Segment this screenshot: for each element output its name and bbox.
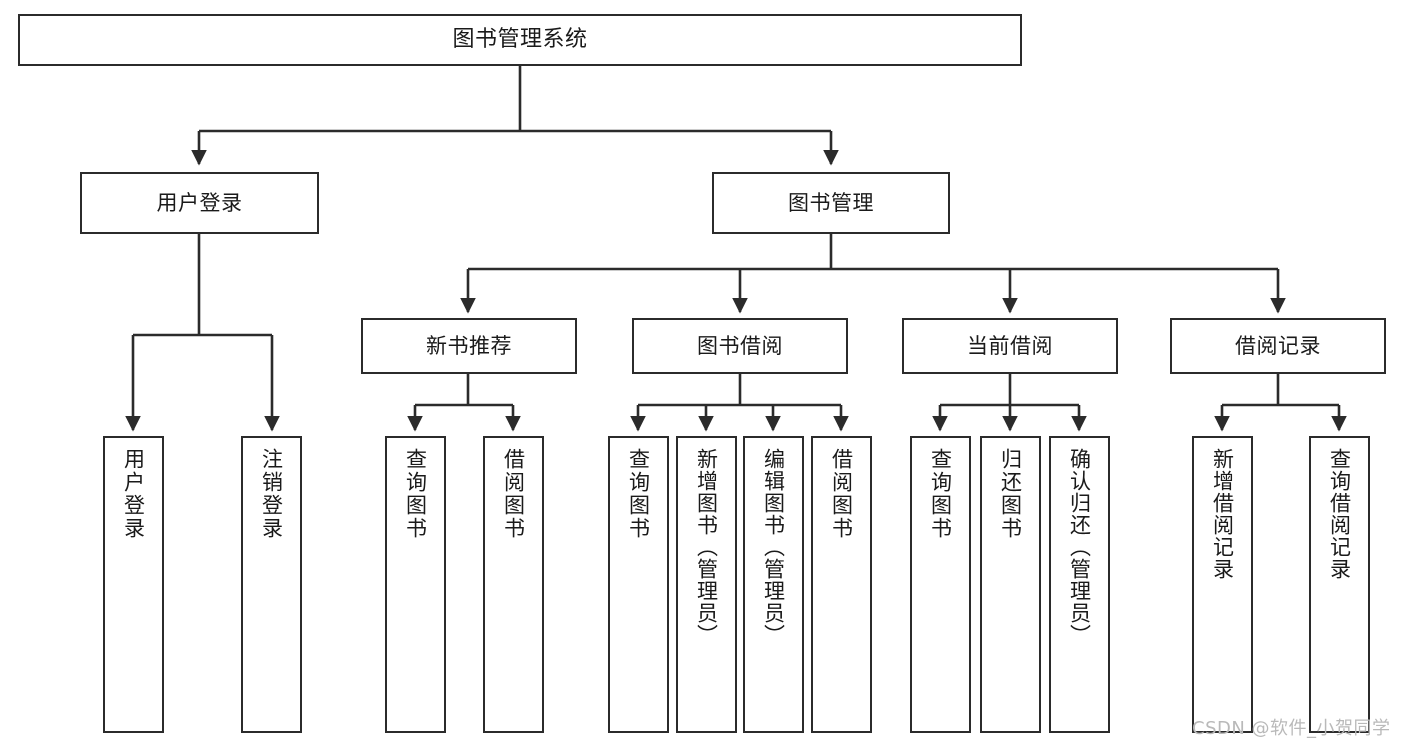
node-root-book-management-system[interactable]: 图书管理系统: [18, 14, 1022, 66]
leaf-current-borrow-query-book[interactable]: 查询图书: [910, 436, 971, 733]
node-label: 借阅图书: [501, 448, 526, 540]
node-label: 归还图书: [998, 448, 1023, 540]
node-label: 图书管理系统: [452, 27, 588, 53]
node-label: 新书推荐: [426, 333, 512, 358]
node-label: 查询借阅记录: [1327, 448, 1352, 580]
node-label: 借阅图书: [829, 448, 854, 540]
leaf-current-borrow-confirm-return-admin[interactable]: 确认归还（管理员）: [1049, 436, 1110, 733]
node-label: 编辑图书（管理员）: [761, 448, 786, 646]
leaf-book-borrow-add-book-admin[interactable]: 新增图书（管理员）: [676, 436, 737, 733]
leaf-user-login-login[interactable]: 用户登录: [103, 436, 164, 733]
leaf-book-borrow-borrow-book[interactable]: 借阅图书: [811, 436, 872, 733]
node-label: 注销登录: [259, 448, 284, 540]
node-borrow-record[interactable]: 借阅记录: [1170, 318, 1386, 374]
leaf-book-borrow-edit-book-admin[interactable]: 编辑图书（管理员）: [743, 436, 804, 733]
leaf-user-login-logout[interactable]: 注销登录: [241, 436, 302, 733]
node-label: 新增借阅记录: [1210, 448, 1235, 580]
leaf-new-book-borrow-book[interactable]: 借阅图书: [483, 436, 544, 733]
node-label: 查询图书: [626, 448, 651, 540]
leaf-borrow-record-query-record[interactable]: 查询借阅记录: [1309, 436, 1370, 733]
node-label: 借阅记录: [1235, 333, 1321, 358]
leaf-new-book-query-book[interactable]: 查询图书: [385, 436, 446, 733]
csdn-watermark: CSDN @软件_小贺同学: [1192, 718, 1391, 739]
node-label: 图书借阅: [697, 333, 783, 358]
leaf-book-borrow-query-book[interactable]: 查询图书: [608, 436, 669, 733]
node-label: 用户登录: [156, 190, 243, 215]
node-label: 确认归还（管理员）: [1067, 448, 1092, 646]
node-current-borrow[interactable]: 当前借阅: [902, 318, 1118, 374]
node-book-management[interactable]: 图书管理: [712, 172, 950, 234]
node-label: 新增图书（管理员）: [694, 448, 719, 646]
leaf-borrow-record-add-record[interactable]: 新增借阅记录: [1192, 436, 1253, 733]
node-label: 当前借阅: [967, 333, 1053, 358]
node-book-borrow[interactable]: 图书借阅: [632, 318, 848, 374]
leaf-current-borrow-return-book[interactable]: 归还图书: [980, 436, 1041, 733]
node-label: 图书管理: [788, 190, 874, 215]
node-label: 查询图书: [403, 448, 428, 540]
node-new-book-recommend[interactable]: 新书推荐: [361, 318, 577, 374]
node-user-login[interactable]: 用户登录: [80, 172, 319, 234]
node-label: 用户登录: [121, 448, 146, 540]
node-label: 查询图书: [928, 448, 953, 540]
